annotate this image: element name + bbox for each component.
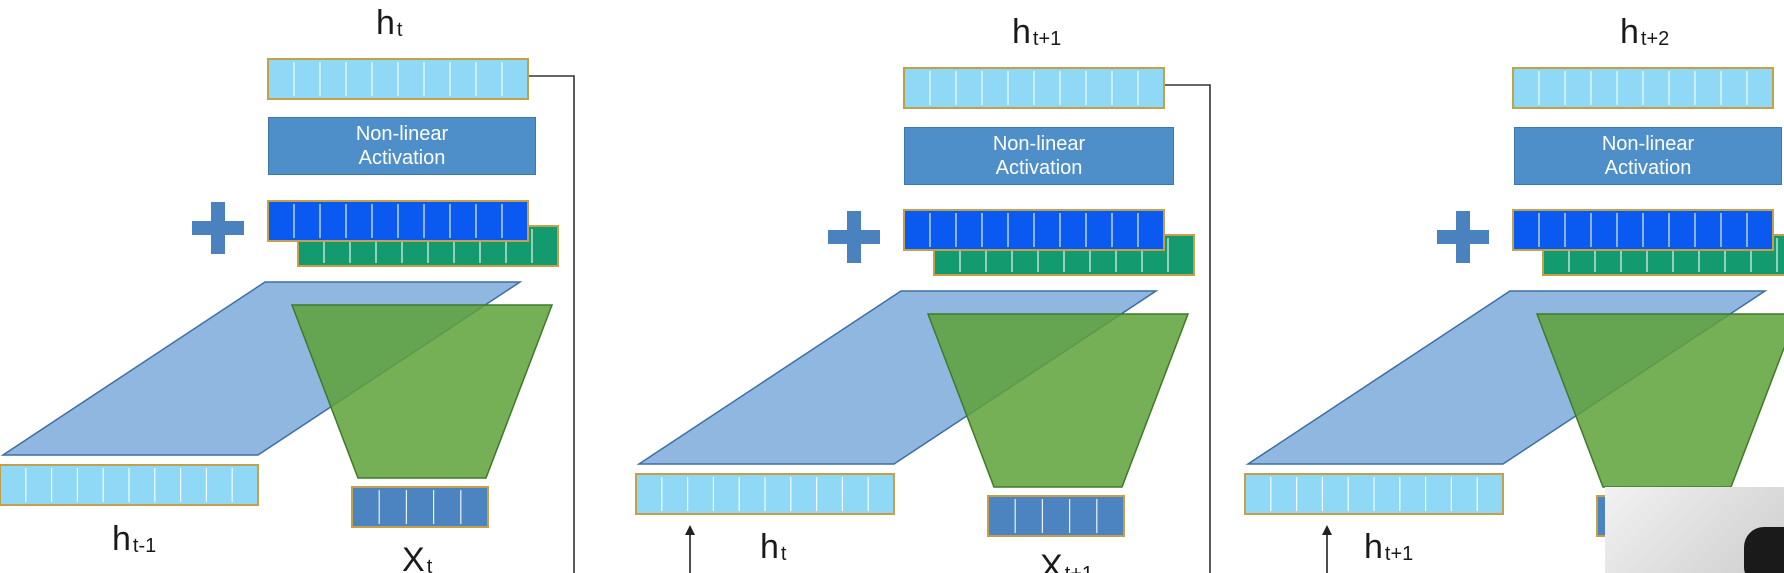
up-arrow-icon-2-head bbox=[1322, 525, 1332, 535]
up-arrow-icon-1-head bbox=[685, 525, 695, 535]
input-vector-0 bbox=[351, 486, 489, 528]
input-label-1: Xt+1 bbox=[1040, 548, 1093, 573]
plus-icon-1 bbox=[847, 211, 861, 263]
presenter-silhouette bbox=[1744, 527, 1784, 573]
recurrent-connector-1 bbox=[1164, 84, 1211, 573]
input-weight-matrix-2 bbox=[1535, 313, 1784, 488]
input-weight-matrix-1 bbox=[926, 313, 1190, 488]
plus-icon-0 bbox=[211, 202, 225, 254]
activation-text-2b: Activation bbox=[1604, 157, 1692, 179]
plus-icon-2 bbox=[1456, 211, 1470, 263]
activation-text-0a: Non-linear bbox=[355, 122, 449, 145]
input-vector-1 bbox=[987, 495, 1125, 537]
input-weight-matrix-0 bbox=[290, 304, 554, 479]
recurrent-connector-0 bbox=[528, 75, 575, 573]
activation-text-1b: Activation bbox=[995, 157, 1083, 179]
webcam-overlay bbox=[1605, 487, 1784, 573]
activation-text-1a: Non-linear bbox=[992, 132, 1086, 155]
activation-text-2a: Non-linear bbox=[1601, 132, 1695, 155]
activation-text-0b: Activation bbox=[358, 147, 446, 169]
